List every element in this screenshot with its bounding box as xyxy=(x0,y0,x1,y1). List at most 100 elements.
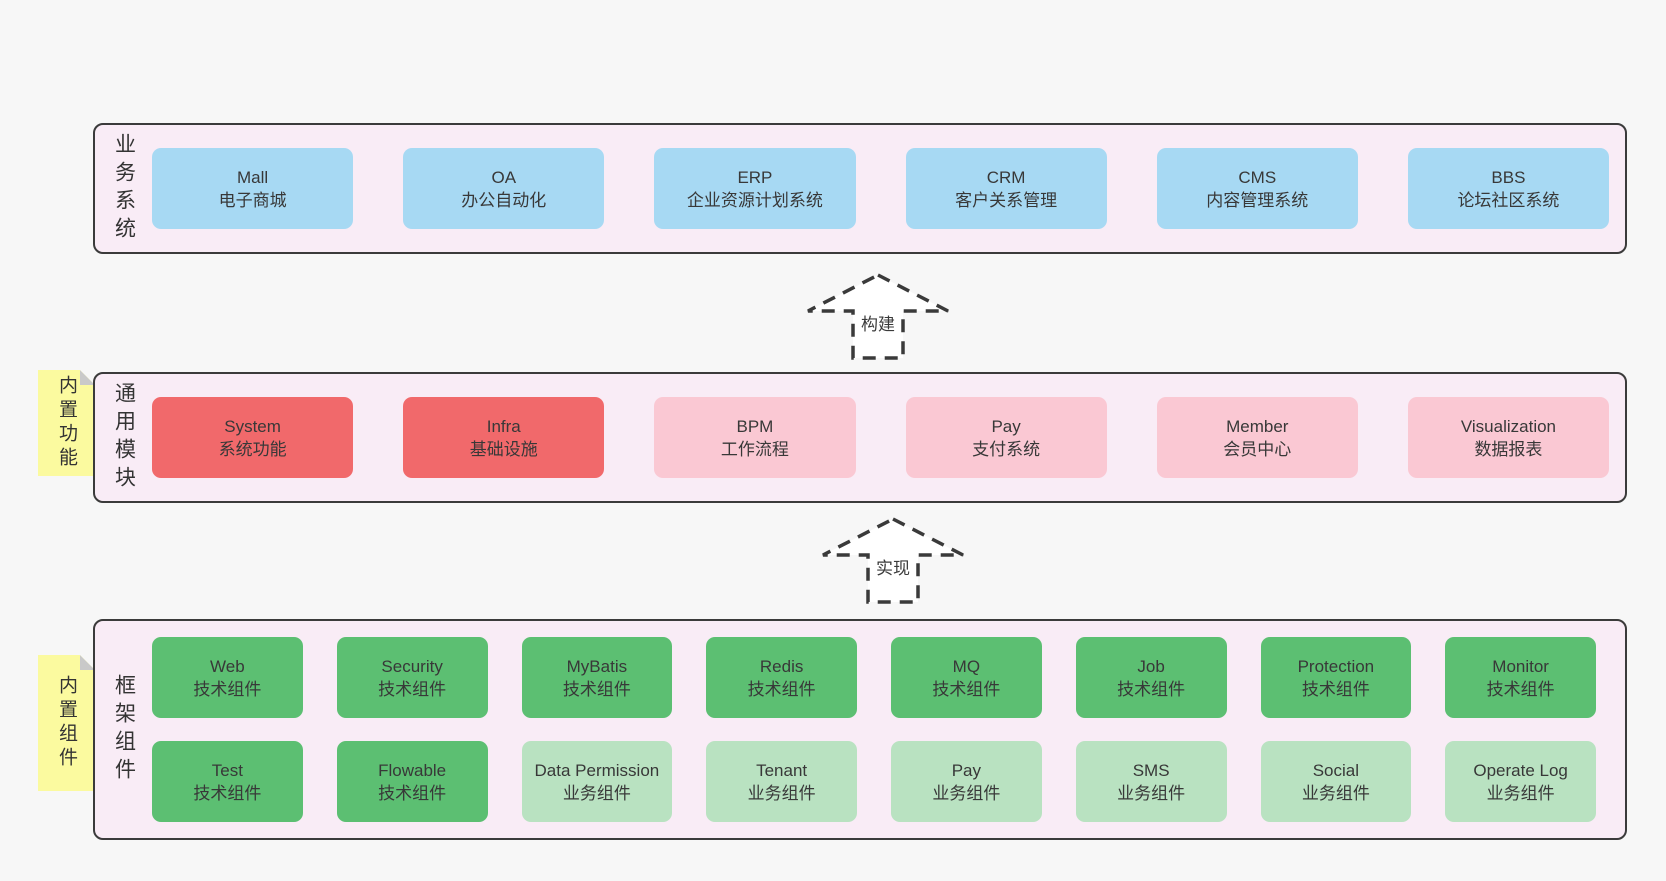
layer-common-modules: 通用模块 System 系统功能 Infra 基础设施 BPM 工作流程 Pay 支付系统 Me… xyxy=(93,372,1627,503)
box-title: Security xyxy=(381,656,443,676)
box-subtitle: 业务组件 xyxy=(747,783,816,803)
box-title: Operate Log xyxy=(1473,760,1568,780)
module-box-visualization: Visualization 数据报表 xyxy=(1407,397,1610,478)
box-subtitle: 业务组件 xyxy=(932,783,1001,803)
box-title: CRM xyxy=(986,167,1026,187)
module-box-security: Security 技术组件 xyxy=(336,637,488,718)
box-title: Pay xyxy=(991,416,1021,436)
sticky-note-builtin-features: 内置功能 xyxy=(38,370,95,476)
box-title: Monitor xyxy=(1492,656,1549,676)
arrow-outline xyxy=(807,273,949,360)
module-box-test: Test 技术组件 xyxy=(152,741,303,822)
box-subtitle: 系统功能 xyxy=(218,439,287,459)
module-box-mq: MQ 技术组件 xyxy=(891,637,1042,718)
module-box-redis: Redis 技术组件 xyxy=(706,637,857,718)
box-subtitle: 技术组件 xyxy=(932,679,1001,699)
box-subtitle: 业务组件 xyxy=(1117,783,1186,803)
box-title: Tenant xyxy=(756,760,808,780)
layer-side-label: 框架组件 xyxy=(112,673,136,786)
box-subtitle: 技术组件 xyxy=(1301,679,1370,699)
module-row: Mall 电子商城 OA 办公自动化 ERP 企业资源计划系统 CRM 客户关系管理 CMS 内容… xyxy=(152,148,1610,229)
box-subtitle: 企业资源计划系统 xyxy=(686,190,823,210)
layer-boxes-area: System 系统功能 Infra 基础设施 BPM 工作流程 Pay 支付系统 Member 会… xyxy=(152,374,1625,501)
module-box-monitor: Monitor 技术组件 xyxy=(1445,637,1596,718)
box-subtitle: 基础设施 xyxy=(469,439,538,459)
module-box-social: Social 业务组件 xyxy=(1260,741,1412,822)
box-subtitle: 技术组件 xyxy=(193,679,262,699)
box-title: Flowable xyxy=(378,760,447,780)
box-title: MQ xyxy=(952,656,981,676)
box-subtitle: 技术组件 xyxy=(747,679,816,699)
box-title: Member xyxy=(1226,416,1289,436)
box-subtitle: 会员中心 xyxy=(1223,439,1292,459)
module-box-erp: ERP 企业资源计划系统 xyxy=(654,148,856,229)
module-box-member: Member 会员中心 xyxy=(1156,397,1358,478)
box-title: BPM xyxy=(736,416,774,436)
box-subtitle: 业务组件 xyxy=(1486,783,1555,803)
box-subtitle: 技术组件 xyxy=(1486,679,1555,699)
box-title: ERP xyxy=(737,167,773,187)
box-subtitle: 论坛社区系统 xyxy=(1457,190,1560,210)
module-box-pay: Pay 支付系统 xyxy=(905,397,1107,478)
box-title: Data Permission xyxy=(534,760,660,780)
sticky-note-label: 内置功能 xyxy=(56,375,77,471)
box-title: Visualization xyxy=(1460,416,1557,436)
box-subtitle: 技术组件 xyxy=(193,783,262,803)
module-box-mall: Mall 电子商城 xyxy=(152,148,354,229)
box-subtitle: 业务组件 xyxy=(1301,783,1370,803)
box-title: OA xyxy=(491,167,517,187)
sticky-note-builtin-components: 内置组件 xyxy=(38,655,95,791)
box-subtitle: 技术组件 xyxy=(1117,679,1186,699)
box-subtitle: 数据报表 xyxy=(1474,439,1543,459)
module-box-flowable: Flowable 技术组件 xyxy=(336,741,488,822)
box-subtitle: 客户关系管理 xyxy=(955,190,1058,210)
dashed-up-arrow-build: 构建 xyxy=(807,273,949,360)
box-title: BBS xyxy=(1491,167,1526,187)
box-subtitle: 办公自动化 xyxy=(461,190,547,210)
box-title: Social xyxy=(1312,760,1360,780)
box-title: Infra xyxy=(486,416,521,436)
box-subtitle: 技术组件 xyxy=(562,679,631,699)
box-title: System xyxy=(224,416,281,436)
module-box-system: System 系统功能 xyxy=(152,397,354,478)
layer-side-label: 通用模块 xyxy=(112,381,136,494)
module-box-data-permission: Data Permission 业务组件 xyxy=(521,741,673,822)
box-title: Test xyxy=(211,760,243,780)
box-subtitle: 内容管理系统 xyxy=(1206,190,1309,210)
box-subtitle: 技术组件 xyxy=(378,679,447,699)
box-subtitle: 支付系统 xyxy=(972,439,1041,459)
arrow-outline xyxy=(822,517,964,604)
box-title: MyBatis xyxy=(566,656,628,676)
module-box-protection: Protection 技术组件 xyxy=(1260,637,1412,718)
dashed-up-arrow-implement: 实现 xyxy=(822,517,964,604)
module-box-job: Job 技术组件 xyxy=(1075,637,1227,718)
box-title: Job xyxy=(1137,656,1165,676)
module-box-sms: SMS 业务组件 xyxy=(1075,741,1227,822)
arrow-label: 构建 xyxy=(861,315,895,334)
module-box-tenant: Tenant 业务组件 xyxy=(706,741,857,822)
box-subtitle: 电子商城 xyxy=(218,190,287,210)
module-box-infra: Infra 基础设施 xyxy=(403,397,605,478)
arrow-label: 实现 xyxy=(876,559,910,578)
box-subtitle: 技术组件 xyxy=(378,783,447,803)
box-subtitle: 业务组件 xyxy=(562,783,631,803)
module-box-web: Web 技术组件 xyxy=(152,637,303,718)
box-subtitle: 工作流程 xyxy=(720,439,789,459)
module-box-mybatis: MyBatis 技术组件 xyxy=(521,637,673,718)
box-title: Web xyxy=(210,656,245,676)
box-title: SMS xyxy=(1132,760,1170,780)
layer-boxes-area: Mall 电子商城 OA 办公自动化 ERP 企业资源计划系统 CRM 客户关系管理 CMS 内容… xyxy=(152,125,1625,252)
layer-side-label: 业务系统 xyxy=(112,132,136,245)
box-title: Protection xyxy=(1297,656,1375,676)
module-box-cms: CMS 内容管理系统 xyxy=(1156,148,1358,229)
box-title: Mall xyxy=(237,167,269,187)
box-title: CMS xyxy=(1238,167,1277,187)
box-title: Redis xyxy=(759,656,804,676)
module-box-oa: OA 办公自动化 xyxy=(403,148,605,229)
